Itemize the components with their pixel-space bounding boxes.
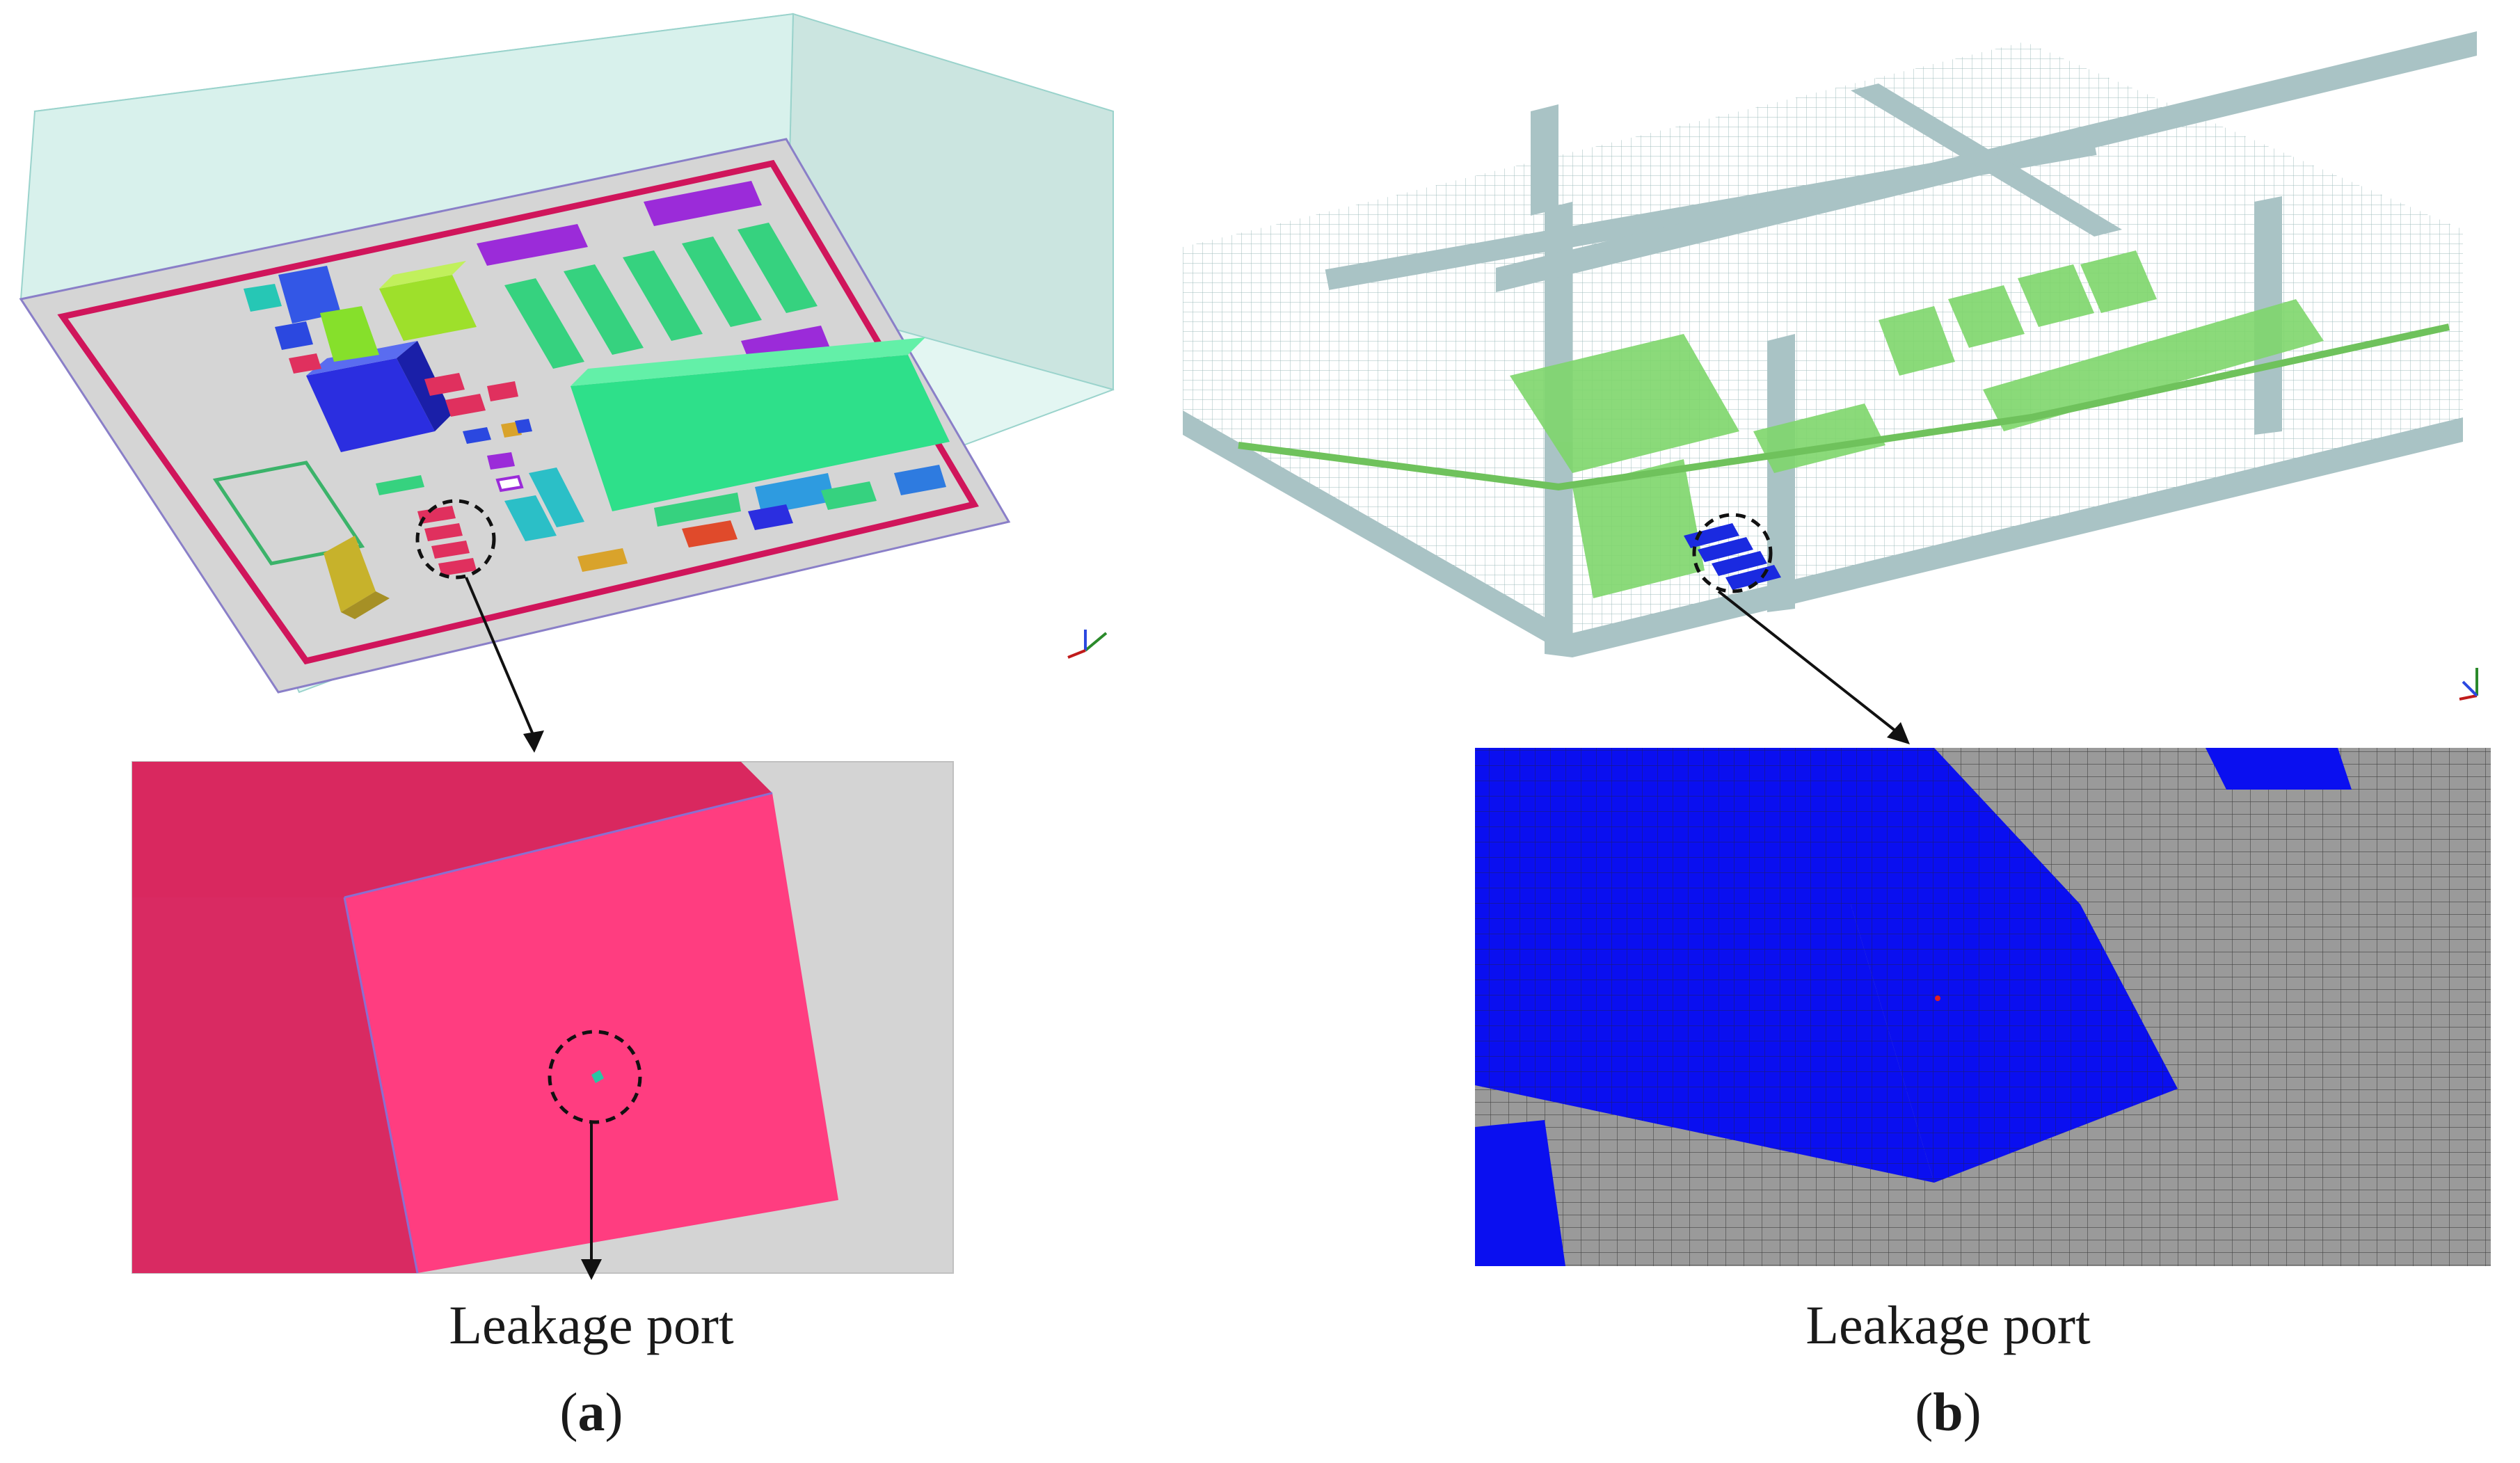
axis-triad-icon [1067, 630, 1108, 659]
callout-arrowhead [523, 730, 544, 753]
callout-arrow-line-b [1717, 590, 1901, 735]
components-a [244, 181, 950, 619]
port-top-face [132, 762, 772, 897]
trace-outline-b [1238, 323, 2450, 491]
subfigure-letter-a: a [577, 1382, 605, 1442]
subfigure-label-b: (b) [1915, 1382, 1981, 1442]
zoom-inset-a [131, 761, 954, 1280]
port-block-front-mesh [1851, 904, 2178, 1183]
panel-b-graphic [1183, 31, 2491, 1266]
leakage-port-label-b: Leakage port [1805, 1295, 2091, 1355]
mesh-frame [1183, 31, 2477, 657]
leak-port-dot [591, 1070, 604, 1083]
subfigure-label-a: (a) [559, 1382, 623, 1442]
leak-highlight-circle [415, 499, 496, 579]
panel-a: Leakage port (a) [0, 0, 1252, 1463]
inset-arrowhead [581, 1259, 602, 1280]
panel-b: Leakage port (b) [1183, 0, 2520, 1463]
port-block-lower [1475, 1120, 1565, 1266]
inset-highlight-circle [548, 1030, 642, 1124]
leak-port-dot-b [1935, 996, 1940, 1001]
component-outline [212, 461, 365, 566]
callout-arrowhead-b [1887, 722, 1910, 744]
panel-a-graphic [19, 13, 1115, 1280]
leakage-port-label-a: Leakage port [449, 1295, 734, 1355]
port-block-top-mesh [1475, 748, 2080, 904]
zoom-inset-b [1475, 748, 2491, 1266]
axis-triad-icon-b [2459, 668, 2478, 701]
port-left-face [132, 897, 417, 1273]
pcb-trace-border [57, 159, 979, 665]
subfigure-letter-b: b [1933, 1382, 1963, 1442]
leak-highlight-circle-b [1692, 513, 1773, 593]
callout-arrow-line [465, 577, 537, 742]
